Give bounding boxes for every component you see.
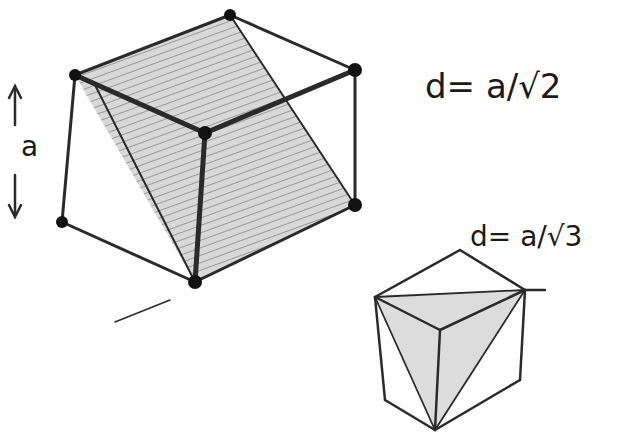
dimension-label: a [21, 132, 38, 163]
formula-label: d= a/√3 [470, 222, 582, 253]
dimension-arrow [9, 86, 21, 217]
big-cube [62, 15, 355, 322]
formula-label: d= a/√2 [425, 68, 561, 105]
small-cube [375, 250, 545, 430]
diagonal-plane [75, 15, 355, 282]
diagonal-plane-small [375, 290, 525, 430]
lattice-points [56, 9, 362, 289]
